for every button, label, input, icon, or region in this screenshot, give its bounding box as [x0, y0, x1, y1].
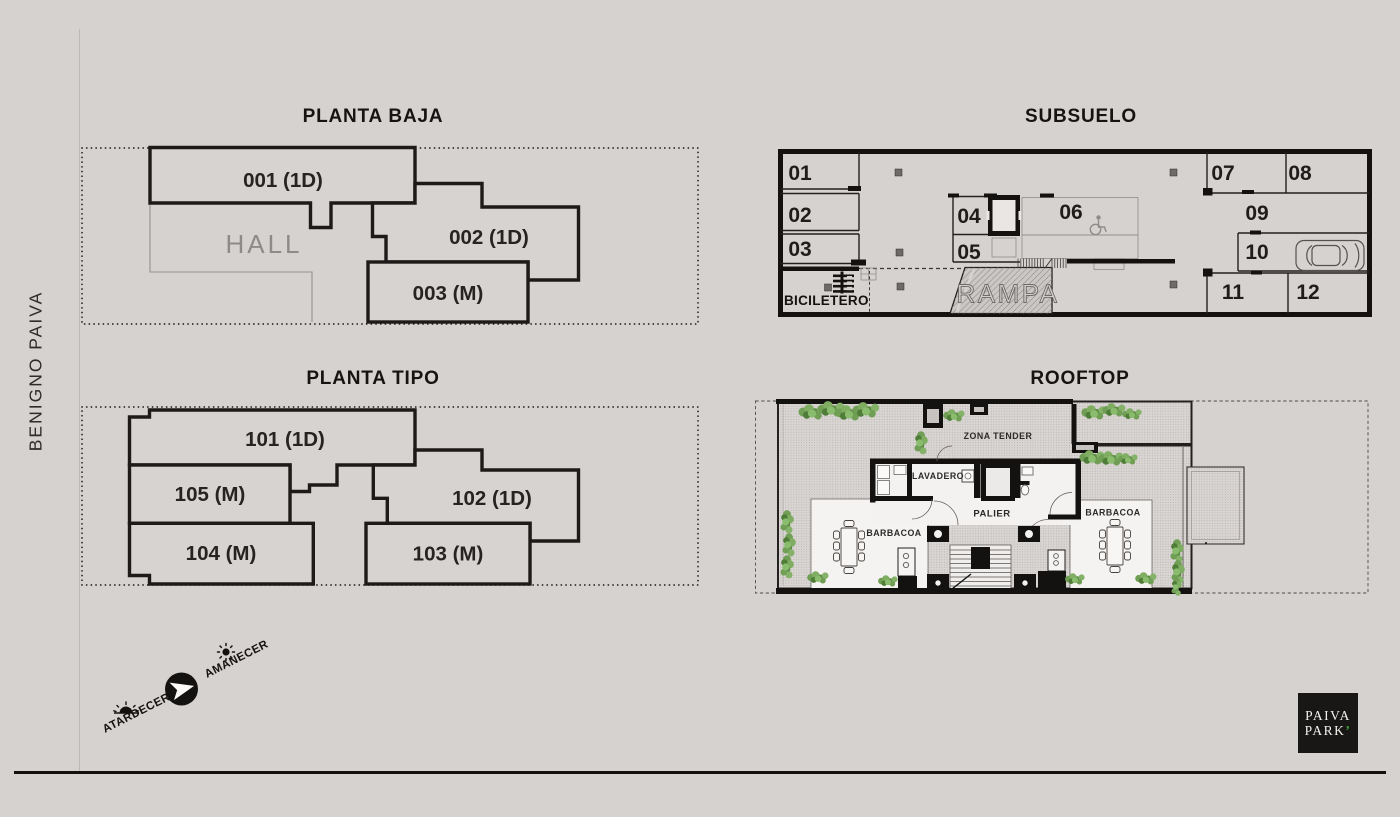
bike-rack-icon	[833, 271, 854, 294]
rooftop-title: ROOFTOP	[1030, 368, 1130, 389]
spot-03[interactable]: 03	[788, 238, 811, 261]
unit-103-label: 103 (M)	[413, 543, 484, 566]
spot-07[interactable]: 07	[1211, 162, 1234, 185]
bottom-rule	[14, 771, 1386, 774]
table-left	[833, 520, 865, 574]
spot-05[interactable]: 05	[957, 241, 981, 264]
accessible-zone	[1021, 197, 1139, 270]
rampa-label: RAMPA	[956, 279, 1059, 309]
sunrise-label: AMANECER	[203, 638, 271, 680]
planta-tipo-boundary	[81, 406, 699, 586]
street-line	[78, 29, 80, 772]
spot-09[interactable]: 09	[1245, 202, 1268, 225]
core-walls	[870, 458, 1081, 520]
planters	[923, 404, 1098, 453]
perimeter-walls	[776, 399, 1192, 594]
zona-tender-label: ZONA TENDER	[964, 431, 1033, 441]
biciletero-wall	[778, 266, 859, 271]
lavadero-fixtures	[877, 465, 975, 495]
elevator	[986, 195, 1022, 236]
sunrise-icon	[216, 642, 236, 662]
planta-baja-plan: 001 (1D) HALL 002 (1D) 003 (M)	[81, 145, 699, 325]
rooftop-elevator	[981, 462, 1015, 501]
palier-label: PALIER	[973, 509, 1010, 520]
side-terrace	[1186, 466, 1245, 545]
wheelchair-icon	[1089, 215, 1107, 236]
columns	[824, 168, 1178, 292]
planta-tipo-title: PLANTA TIPO	[306, 368, 440, 389]
logo-accent: ’	[1345, 723, 1352, 738]
paiva-park-logo: PAIVA PARK’	[1298, 693, 1358, 753]
unit-002-label: 002 (1D)	[449, 226, 529, 249]
parking-lines-left	[780, 152, 860, 265]
grill-left	[897, 547, 917, 589]
bathroom-fixtures	[1019, 466, 1034, 496]
barbacoa-left-label: BARBACOA	[866, 528, 921, 538]
spot-11[interactable]: 11	[1222, 281, 1245, 304]
hall-outline	[149, 203, 313, 322]
unit-001[interactable]	[148, 145, 417, 230]
spot-02[interactable]: 02	[788, 204, 811, 227]
planta-baja-boundary	[81, 147, 699, 325]
lavadero-label: LAVADERO	[912, 471, 964, 481]
unit-104-label: 104 (M)	[186, 542, 257, 565]
car-icon	[1295, 239, 1365, 272]
compass-arrow-icon	[169, 682, 195, 701]
barbacoa-right-label: BARBACOA	[1085, 508, 1140, 518]
unit-102-label: 102 (1D)	[452, 487, 532, 510]
stairs-icon	[1017, 258, 1067, 269]
table-right	[1099, 519, 1131, 573]
unit-101-label: 101 (1D)	[245, 428, 325, 451]
logo-line2: PARK’	[1304, 723, 1352, 738]
street-name: BENIGNO PAIVA	[25, 290, 46, 452]
ramp	[949, 266, 1053, 315]
unit-003[interactable]	[366, 260, 530, 324]
unit-105[interactable]	[127, 463, 292, 525]
spot-12[interactable]: 12	[1296, 281, 1319, 304]
stairwell	[949, 544, 1012, 593]
grill-right	[1038, 549, 1066, 588]
parking-lines-middle	[952, 195, 1020, 263]
planta-baja-title: PLANTA BAJA	[302, 106, 444, 127]
subsuelo-title: SUBSUELO	[1025, 106, 1137, 127]
subsuelo-plan: 01 02 03 04 05 06 07 08 09 10 11 12 BICI…	[778, 149, 1372, 317]
hall-label: HALL	[225, 229, 302, 259]
planta-tipo-plan: 101 (1D) 105 (M) 104 (M) 102 (1D) 103 (M…	[81, 406, 699, 586]
unit-104[interactable]	[127, 521, 315, 586]
wall-stubs	[848, 186, 1262, 277]
spot-08[interactable]: 08	[1288, 162, 1312, 185]
sunset-label: ATARDECER	[101, 691, 173, 735]
logo-line1: PAIVA	[1305, 708, 1351, 723]
sunset-icon	[113, 701, 139, 714]
shelf-icon	[860, 267, 877, 281]
spot-04[interactable]: 04	[957, 205, 981, 228]
unit-105-label: 105 (M)	[175, 483, 246, 506]
unit-001-label: 001 (1D)	[243, 169, 323, 192]
compass: AMANECER ATARDECER	[101, 638, 271, 735]
unit-003-label: 003 (M)	[413, 282, 484, 305]
spot-06[interactable]: 06	[1059, 201, 1082, 224]
spot-01[interactable]: 01	[788, 162, 812, 185]
biciletero-label: BICILETERO	[784, 293, 869, 308]
elevator-shaft	[991, 237, 1017, 258]
spot-10[interactable]: 10	[1245, 241, 1268, 264]
interior-wall	[1067, 259, 1175, 264]
rooftop-plan: ZONA TENDER LAVADERO PALIER BARBACOA BAR…	[755, 399, 1369, 596]
stair-pillars	[927, 526, 1040, 589]
unit-103[interactable]	[364, 521, 532, 586]
